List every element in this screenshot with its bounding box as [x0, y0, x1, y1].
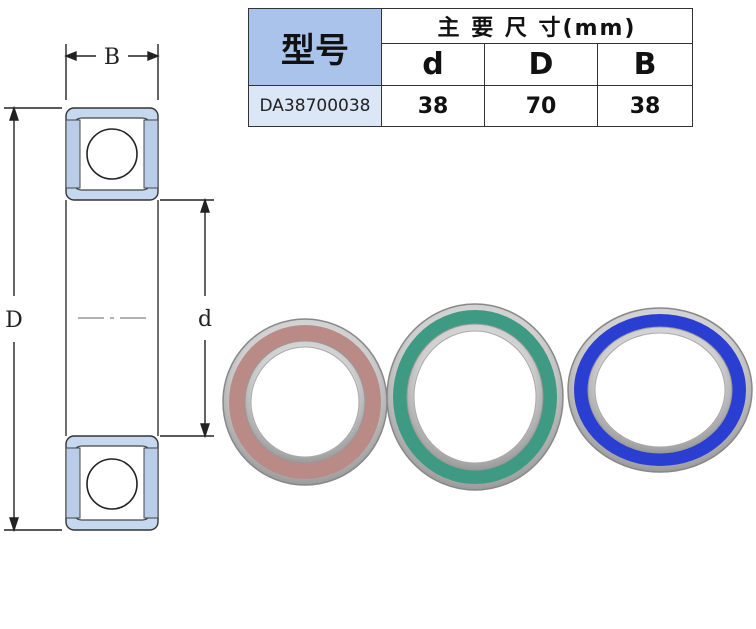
bottom-section — [65, 435, 159, 531]
width-dimension-b — [64, 44, 160, 100]
bearing-photo-1 — [222, 318, 388, 486]
value-B-cell: 38 — [597, 85, 693, 127]
main-dimensions-header: 主 要 尺 寸(mm) — [381, 7, 693, 45]
top-section — [65, 107, 159, 201]
value-D-cell: 70 — [484, 85, 598, 127]
ball-bottom — [86, 458, 138, 510]
inner-diameter-dimension — [160, 197, 214, 439]
label-outer-diameter: D — [5, 308, 23, 333]
outer-diameter-dimension — [4, 105, 62, 533]
spec-table: 型号 主 要 尺 寸(mm) d D B DA38700038 38 70 38 — [248, 7, 693, 127]
bearing-cross-section — [65, 107, 159, 531]
bearing-photo-3 — [567, 307, 753, 473]
column-header-D: D — [484, 43, 598, 86]
model-number-cell: DA38700038 — [248, 85, 382, 127]
ball-top — [86, 128, 138, 180]
bearing-photo-2 — [386, 303, 564, 491]
column-header-d: d — [381, 43, 485, 86]
column-header-B: B — [597, 43, 693, 86]
label-inner-diameter: d — [198, 307, 212, 332]
model-header: 型号 — [248, 8, 382, 86]
label-b: B — [104, 45, 120, 70]
value-d-cell: 38 — [381, 85, 485, 127]
